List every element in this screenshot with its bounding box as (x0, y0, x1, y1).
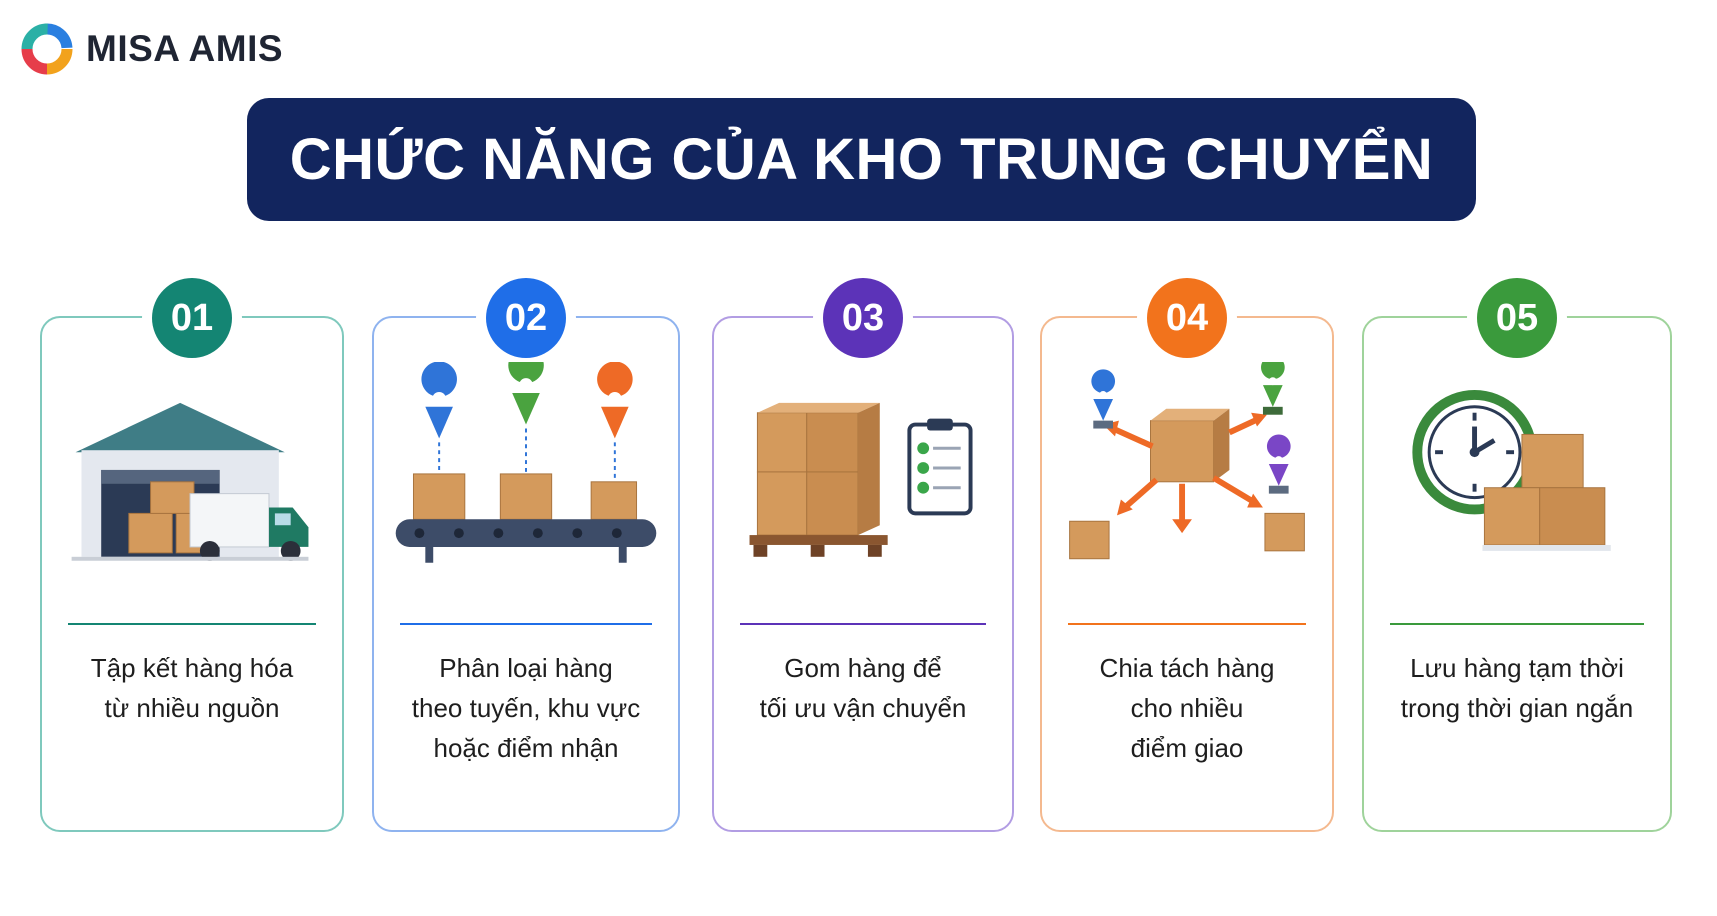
page-title: CHỨC NĂNG CỦA KHO TRUNG CHUYỂN (289, 127, 1434, 192)
card-divider (400, 623, 652, 625)
card-line: trong thời gian ngắn (1400, 693, 1634, 723)
card-line: Tập kết hàng hóa (90, 653, 294, 683)
card-line: Phân loại hàng (439, 653, 613, 683)
brand-logo: MISA AMIS (20, 22, 283, 76)
card-description: Tập kết hàng hóa từ nhiều nguồn (52, 648, 332, 728)
function-card-5: 05 Lưu hàng tạm thời trong thời gian ngắ… (1362, 278, 1672, 832)
card-divider (1068, 623, 1306, 625)
card-description: Chia tách hàng cho nhiều điểm giao (1052, 648, 1322, 768)
card-description: Lưu hàng tạm thời trong thời gian ngắn (1374, 648, 1660, 728)
misa-logo-icon (21, 23, 73, 75)
brand-name: MISA AMIS (86, 28, 284, 69)
function-card-2: 02 Phân loại hàng theo tuyến, khu vực ho… (372, 278, 680, 832)
step-badge-02: 02 (486, 278, 566, 358)
card-line: Chia tách hàng (1099, 653, 1275, 683)
card-divider (1390, 623, 1644, 625)
card-line: theo tuyến, khu vực (411, 693, 641, 723)
step-badge-04: 04 (1147, 278, 1227, 358)
pin-blue-icon (421, 362, 457, 439)
card-line: từ nhiều nguồn (104, 693, 280, 723)
step-badge-01: 01 (152, 278, 232, 358)
step-badge-03: 03 (823, 278, 903, 358)
card-description: Phân loại hàng theo tuyến, khu vực hoặc … (384, 648, 668, 768)
card-line: Lưu hàng tạm thời (1410, 653, 1624, 683)
sorting-conveyor-icon (395, 362, 657, 563)
card-line: hoặc điểm nhận (433, 733, 619, 763)
clock-storage-icon (1412, 390, 1611, 551)
card-divider (68, 623, 316, 625)
function-card-3: 03 Gom hàng để tối ưu vận chuyển (712, 278, 1014, 832)
title-banner: CHỨC NĂNG CỦA KHO TRUNG CHUYỂN (247, 98, 1476, 221)
card-line: cho nhiều (1130, 693, 1244, 723)
card-divider (740, 623, 986, 625)
card-description: Gom hàng để tối ưu vận chuyển (724, 648, 1002, 728)
pallet-checklist-icon (749, 402, 973, 557)
card-line: điểm giao (1130, 733, 1244, 763)
function-card-4: 04 Chia tách hàng cho nhiều điểm giao (1040, 278, 1334, 832)
card-line: Gom hàng để (784, 653, 942, 683)
card-line: tối ưu vận chuyển (759, 693, 967, 723)
split-distribution-icon (1069, 362, 1305, 560)
warehouse-truck-icon (71, 402, 309, 561)
function-card-1: 01 Tập kết hàng hóa từ nhiều nguồn (40, 278, 344, 832)
step-badge-05: 05 (1477, 278, 1557, 358)
